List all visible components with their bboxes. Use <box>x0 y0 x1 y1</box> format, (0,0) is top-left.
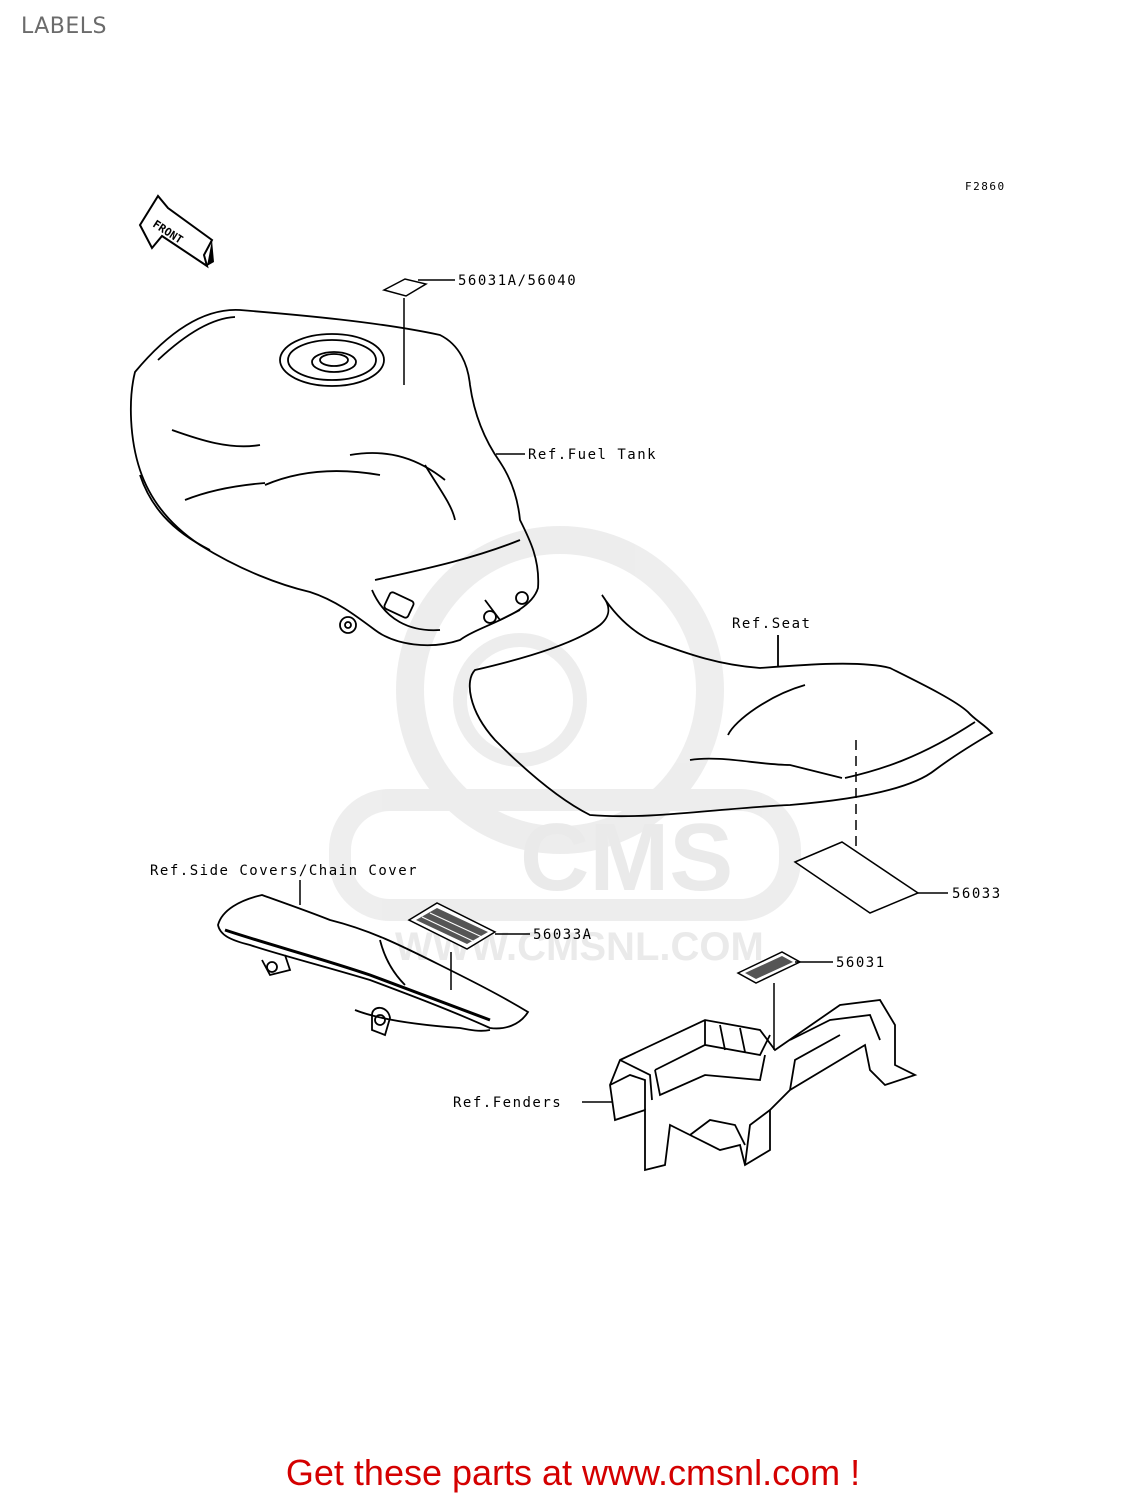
figure-code: F2860 <box>965 180 1006 193</box>
fender-drawing <box>609 999 918 1172</box>
watermark-brand: CMS <box>520 804 733 911</box>
label-56033a-decal <box>407 902 530 990</box>
callout-fuel-tank: Ref.Fuel Tank <box>528 447 657 463</box>
page-title: LABELS <box>21 14 108 39</box>
callout-fenders: Ref.Fenders <box>453 1095 562 1111</box>
seat-drawing <box>468 594 994 818</box>
footer-cta[interactable]: Get these parts at www.cmsnl.com ! <box>285 1452 861 1493</box>
callout-seat: Ref.Seat <box>732 616 811 632</box>
callout-56031a: 56031A/56040 <box>458 273 577 289</box>
chain-cover-drawing <box>217 894 530 1037</box>
label-56031a-decal <box>381 278 455 385</box>
label-56033-decal <box>793 740 948 914</box>
front-arrow-icon: FRONT <box>138 194 214 269</box>
callout-56033a: 56033A <box>533 927 593 943</box>
parts-diagram: CMS WWW.CMSNL.COM F2860 FRONT <box>129 180 1006 1172</box>
callout-side-covers: Ref.Side Covers/Chain Cover <box>150 863 418 879</box>
fuel-tank-drawing <box>129 309 540 647</box>
cms-watermark: CMS WWW.CMSNL.COM <box>329 526 801 969</box>
callout-56031: 56031 <box>836 955 886 971</box>
label-56031-decal <box>736 951 833 1050</box>
callout-56033: 56033 <box>952 886 1002 902</box>
